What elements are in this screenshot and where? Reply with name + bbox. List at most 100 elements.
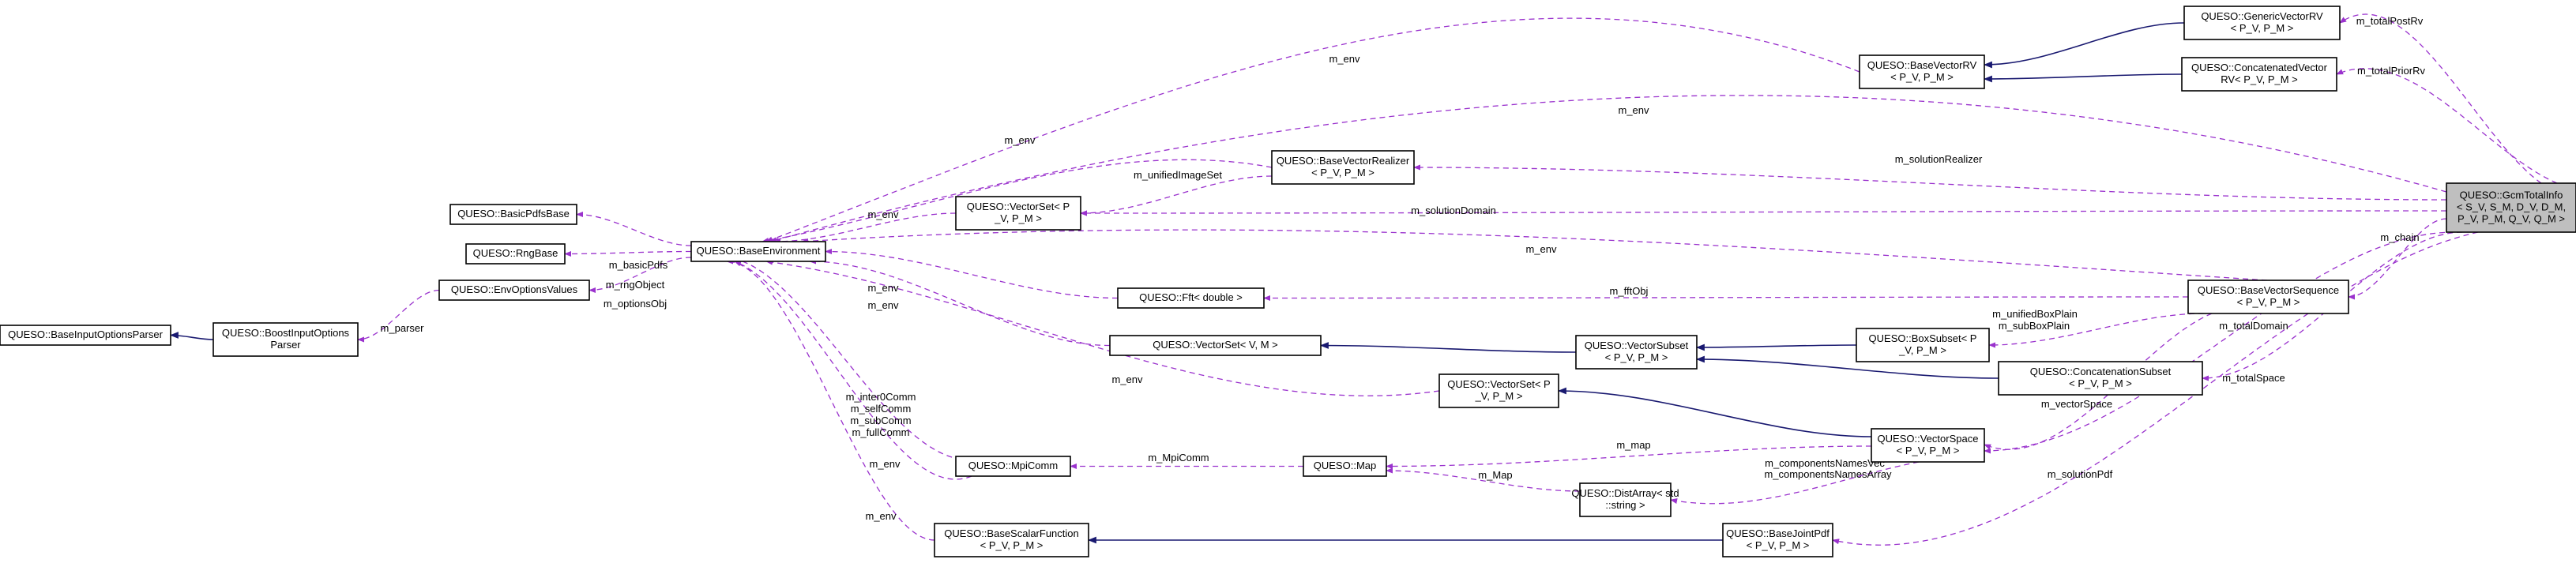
edge-label-subboxplain: m_subBoxPlain	[1999, 320, 2070, 332]
edge-use-vectorspace	[1984, 313, 2213, 450]
edge-label-env-10: m_env	[865, 510, 897, 522]
class-node-label: < P_V, P_M >	[1890, 71, 1954, 83]
class-node-label: QUESO::BaseEnvironment	[697, 245, 821, 257]
edge-use-env-from-realizer	[762, 159, 1273, 244]
edge-use-parser	[357, 289, 440, 343]
class-node-baseenv[interactable]: QUESO::BaseEnvironment	[690, 241, 826, 262]
class-node-envopt[interactable]: QUESO::EnvOptionsValues	[438, 280, 590, 301]
class-node-label: QUESO::VectorSet< P	[1447, 378, 1550, 390]
edge-label-env-7: m_env	[867, 299, 899, 311]
class-node-jointpdf[interactable]: QUESO::BaseJointPdf< P_V, P_M >	[1722, 523, 1833, 557]
class-node-vsetvm[interactable]: QUESO::VectorSet< V, M >	[1109, 335, 1322, 356]
class-node-box	[1303, 456, 1387, 477]
class-node-vset2[interactable]: QUESO::VectorSet< P_V, P_M >	[1438, 373, 1559, 408]
class-node-label: QUESO::BaseVectorSequence	[2198, 284, 2339, 296]
edge-use-solutionrealizer	[1413, 164, 2447, 201]
edge-use-optionsobj	[589, 257, 692, 294]
class-node-concsubset[interactable]: QUESO::ConcatenationSubset< P_V, P_M >	[1998, 361, 2203, 396]
edge-use-rngobject	[564, 250, 692, 257]
edge-label-totalpostrv: m_totalPostRv	[2356, 15, 2424, 27]
class-node-distarray[interactable]: QUESO::DistArray< std::string >	[1571, 482, 1679, 517]
class-node-map[interactable]: QUESO::Map	[1303, 456, 1387, 477]
edge-use-componentsnames	[1670, 461, 1920, 505]
class-node-label: < P_V, P_M >	[2069, 377, 2132, 389]
class-node-bsfunc[interactable]: QUESO::BaseScalarFunction< P_V, P_M >	[934, 523, 1089, 557]
edge-use-totalpriorrv	[2336, 68, 2558, 184]
edge-use-solutionpdf	[1832, 231, 2479, 546]
class-node-baseparser[interactable]: QUESO::BaseInputOptionsParser	[0, 325, 171, 346]
edge-inherit-boostparser-baseparser	[169, 332, 214, 340]
edge-label-basicpdfs: m_basicPdfs	[609, 259, 668, 271]
edge-use-env-from-gcm	[769, 95, 2447, 243]
edge-label-env-9: m_env	[869, 458, 901, 470]
class-node-vspace[interactable]: QUESO::VectorSpace< P_V, P_M >	[1871, 428, 1985, 463]
edge-use-map2	[1386, 467, 1581, 492]
class-node-box	[2446, 182, 2576, 233]
class-node-label: Parser	[270, 339, 301, 351]
edge-use-env-from-vsetvm	[809, 258, 1111, 347]
edge-label-totalspace: m_totalSpace	[2222, 372, 2285, 384]
edge-label-vectorspace: m_vectorSpace	[2041, 398, 2112, 410]
edge-label-fullcomm: m_fullComm	[852, 426, 910, 438]
class-node-box	[2187, 280, 2349, 314]
class-node-label: QUESO::BoxSubset< P	[1869, 332, 1977, 344]
class-node-label: QUESO::Fft< double >	[1139, 291, 1243, 303]
edge-inherit-vsubset-vsetvm	[1319, 342, 1577, 353]
edge-label-totalpriorrv: m_totalPriorRv	[2357, 65, 2425, 77]
edge-label-solutiondomain: m_solutionDomain	[1411, 205, 1496, 216]
class-node-label: QUESO::BaseVectorRealizer	[1277, 155, 1410, 167]
class-node-label: QUESO::MpiComm	[968, 460, 1058, 471]
class-node-label: QUESO::ConcatenationSubset	[2030, 366, 2172, 377]
edge-use-totalspace	[1984, 231, 2455, 454]
class-node-box	[1575, 335, 1698, 370]
class-node-label: ::string >	[1605, 499, 1645, 511]
class-node-bvseq[interactable]: QUESO::BaseVectorSequence< P_V, P_M >	[2187, 280, 2349, 314]
class-node-label: RV< P_V, P_M >	[2221, 73, 2298, 85]
class-node-label: QUESO::RngBase	[473, 247, 558, 259]
class-node-label: < P_V, P_M >	[1605, 351, 1668, 363]
class-node-label: QUESO::VectorSpace	[1878, 433, 1979, 445]
class-node-box	[1579, 482, 1672, 517]
class-node-genvec[interactable]: QUESO::GenericVectorRV< P_V, P_M >	[2183, 6, 2341, 40]
class-node-pdfsbase[interactable]: QUESO::BasicPdfsBase	[449, 204, 577, 225]
edge-label-unifiedboxplain: m_unifiedBoxPlain	[1992, 308, 2078, 320]
class-node-boxsubset[interactable]: QUESO::BoxSubset< P_V, P_M >	[1856, 328, 1990, 362]
class-node-box	[438, 280, 590, 301]
class-node-vsubset[interactable]: QUESO::VectorSubset< P_V, P_M >	[1575, 335, 1698, 370]
edge-use-env-from-basevectorrv	[765, 17, 1860, 242]
edge-label-fftobj: m_fftObj	[1610, 285, 1649, 297]
edge-use-map	[1386, 445, 1872, 470]
class-node-box	[1859, 54, 1985, 89]
class-node-basevecrv[interactable]: QUESO::BaseVectorRV< P_V, P_M >	[1859, 54, 1985, 89]
edge-label-env-5: m_env	[1525, 243, 1557, 255]
class-node-box	[955, 196, 1081, 231]
class-node-rngbase[interactable]: QUESO::RngBase	[465, 243, 566, 265]
class-node-label: QUESO::BaseVectorRV	[1867, 59, 1977, 71]
class-node-label: QUESO::VectorSet< V, M >	[1153, 339, 1277, 351]
class-node-box	[690, 241, 826, 262]
class-node-label: QUESO::GenericVectorRV	[2201, 10, 2323, 22]
class-node-label: < S_V, S_M, D_V, D_M,	[2457, 201, 2566, 213]
class-node-box	[1109, 335, 1322, 356]
class-node-vset[interactable]: QUESO::VectorSet< P_V, P_M >	[955, 196, 1081, 231]
class-node-box	[1722, 523, 1833, 557]
class-node-gcm[interactable]: QUESO::GcmTotalInfo< S_V, S_M, D_V, D_M,…	[2446, 182, 2576, 233]
class-node-label: _V, P_M >	[1898, 344, 1946, 356]
class-node-box	[2183, 6, 2341, 40]
class-node-mpicomm[interactable]: QUESO::MpiComm	[955, 456, 1071, 477]
class-node-box	[2181, 57, 2337, 92]
edge-label-map2: m_Map	[1478, 469, 1512, 481]
edge-label-env-1: m_env	[1329, 53, 1360, 65]
edge-label-totaldomain: m_totalDomain	[2219, 320, 2288, 332]
edge-use-fftobj	[1263, 295, 2189, 302]
edge-label-unifiedimageset: m_unifiedImageSet	[1134, 169, 1222, 181]
class-node-fft[interactable]: QUESO::Fft< double >	[1117, 287, 1265, 309]
class-node-realizer[interactable]: QUESO::BaseVectorRealizer< P_V, P_M >	[1271, 150, 1415, 185]
class-node-label: QUESO::BoostInputOptions	[222, 327, 350, 339]
class-node-label: _V, P_M >	[1475, 390, 1523, 402]
edge-use-totalpostrv	[2339, 13, 2542, 184]
class-node-label: QUESO::GcmTotalInfo	[2460, 190, 2563, 201]
